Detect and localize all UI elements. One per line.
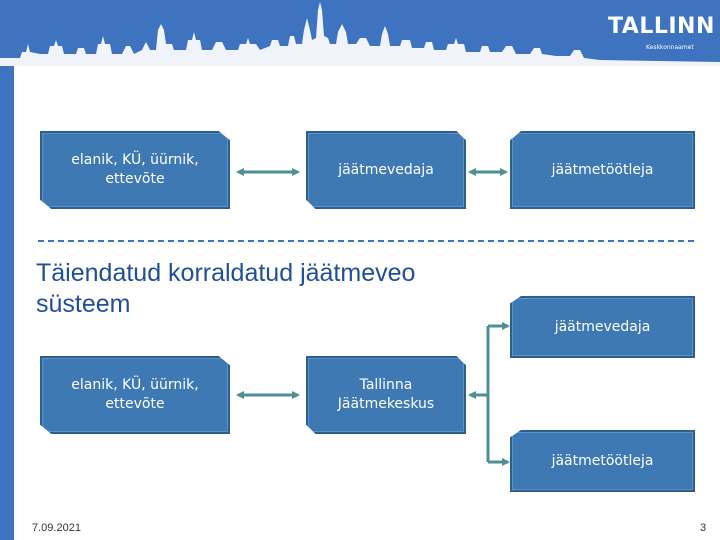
- section-divider: [38, 240, 694, 242]
- box-processor-bottom-label: jäätmetöötleja: [552, 452, 654, 471]
- slide-date: 7.09.2021: [32, 522, 81, 534]
- box-resident-top: elanik, KÜ, üürnik, ettevõte: [40, 131, 230, 209]
- box-carrier-bottom: jäätmevedaja: [510, 296, 695, 358]
- box-processor-bottom: jäätmetöötleja: [510, 430, 695, 492]
- section-title: Täiendatud korraldatud jäätmeveo süsteem: [36, 258, 416, 320]
- box-resident-bottom: elanik, KÜ, üürnik, ettevõte: [40, 356, 230, 434]
- box-resident-bottom-label: elanik, KÜ, üürnik, ettevõte: [71, 376, 198, 414]
- box-carrier-bottom-label: jäätmevedaja: [555, 318, 651, 337]
- box-waste-center: Tallinna Jäätmekeskus: [306, 356, 466, 434]
- box-processor-top: jäätmetöötleja: [510, 131, 695, 209]
- box-resident-top-label: elanik, KÜ, üürnik, ettevõte: [71, 151, 198, 189]
- box-processor-top-label: jäätmetöötleja: [552, 161, 654, 180]
- box-carrier-top: jäätmevedaja: [306, 131, 466, 209]
- box-carrier-top-label: jäätmevedaja: [338, 161, 434, 180]
- page-number: 3: [700, 522, 706, 534]
- box-waste-center-label: Tallinna Jäätmekeskus: [338, 376, 434, 414]
